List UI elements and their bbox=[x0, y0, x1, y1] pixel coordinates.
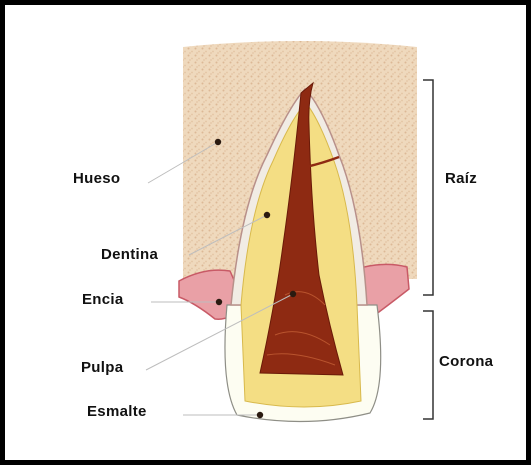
corona-bracket bbox=[423, 311, 433, 419]
label-hueso: Hueso bbox=[73, 170, 120, 187]
label-esmalte: Esmalte bbox=[87, 403, 147, 420]
label-raiz: Raíz bbox=[445, 170, 477, 187]
label-pulpa: Pulpa bbox=[81, 359, 123, 376]
tooth-diagram bbox=[5, 5, 531, 470]
label-dentina: Dentina bbox=[101, 246, 158, 263]
raiz-bracket bbox=[423, 80, 433, 295]
label-encia: Encia bbox=[82, 291, 124, 308]
label-corona: Corona bbox=[439, 353, 493, 370]
